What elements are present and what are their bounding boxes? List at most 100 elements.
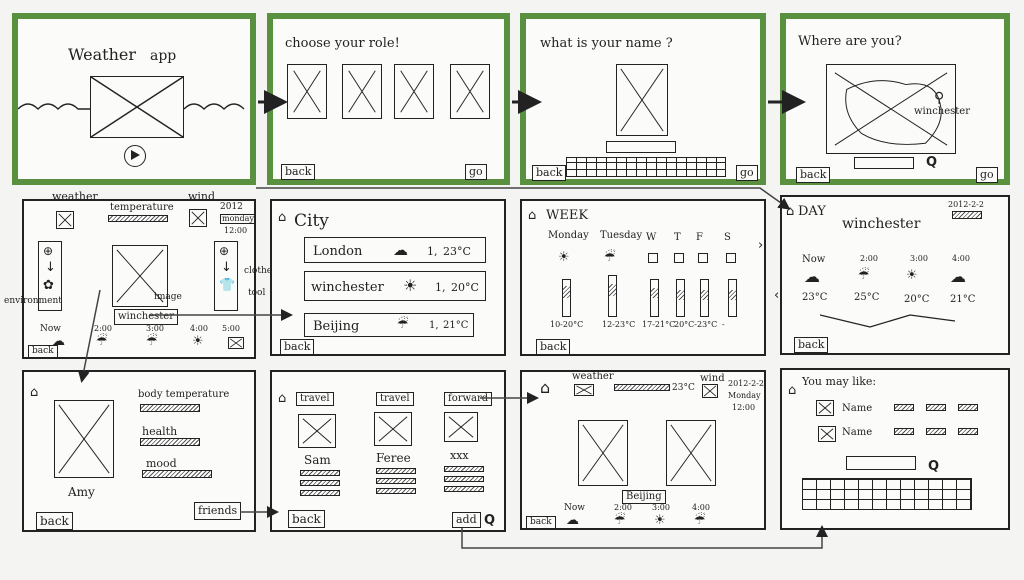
search-icon[interactable]: Q [928, 459, 940, 474]
hour-3: 4:00 [952, 254, 970, 263]
weather-icon-box [56, 211, 74, 229]
temp-value: 21°C [443, 320, 469, 331]
temp-bar [650, 279, 659, 317]
stat-bar [894, 428, 914, 435]
city-name: winchester [311, 280, 384, 295]
day-4: T [674, 232, 681, 243]
city-title: winchester [842, 216, 921, 232]
add-button[interactable]: add [452, 512, 481, 528]
search-icon[interactable]: Q [926, 155, 938, 170]
role-option-1[interactable] [287, 64, 327, 119]
friend-avatar[interactable] [374, 412, 412, 446]
screen-title: choose your role! [285, 36, 400, 51]
go-button[interactable]: go [976, 167, 998, 183]
city-image-right [666, 420, 716, 486]
back-button[interactable]: back [794, 337, 829, 353]
search-input[interactable] [846, 456, 916, 470]
plus-icon: ⊕ [43, 244, 54, 258]
stat-bar [444, 466, 484, 472]
location-label: winchester [914, 106, 971, 117]
name-input[interactable] [606, 141, 676, 153]
screen-friends: ⌂ travel travel forward Sam Feree xxx ba… [270, 370, 506, 532]
temp-value: 20°C [451, 281, 479, 294]
suggestion-avatar[interactable] [818, 426, 836, 442]
home-icon[interactable]: ⌂ [278, 391, 287, 406]
temp-bar [676, 279, 685, 317]
hour-4: 5:00 [222, 324, 240, 333]
wind-value: 1, [435, 281, 446, 294]
home-icon[interactable]: ⌂ [30, 385, 39, 400]
day-1: Monday [548, 230, 589, 241]
screen-day: ⌂ DAY winchester 2012-2-2 Now 2:00 3:00 … [774, 195, 1010, 355]
role-option-2[interactable] [342, 64, 382, 119]
go-button[interactable]: go [736, 165, 758, 181]
back-button[interactable]: back [28, 345, 58, 358]
rain-cloud-icon: ☔ [146, 334, 158, 349]
weather-icon-box [574, 384, 594, 396]
home-icon[interactable]: ⌂ [528, 208, 537, 223]
city-row-london[interactable]: London ☁ 1, 23°C [304, 237, 486, 263]
home-icon[interactable]: ⌂ [788, 383, 797, 398]
rain-icon: ☔ [604, 250, 616, 265]
screen-choose-role: choose your role! back go [267, 13, 510, 185]
tag-travel[interactable]: travel [376, 392, 414, 406]
tag-forward[interactable]: forward [444, 392, 493, 406]
back-button[interactable]: back [526, 516, 556, 529]
flow-arrow [461, 525, 828, 549]
home-icon[interactable]: ⌂ [786, 204, 795, 219]
tag-travel[interactable]: travel [296, 392, 334, 406]
sun-cloud-icon: ☀ [558, 250, 570, 265]
weather-box [674, 253, 684, 263]
rain-cloud-icon: ☔ [694, 513, 706, 528]
city-name: Beijing [313, 319, 360, 334]
suggestion-avatar[interactable] [816, 400, 834, 416]
sun-icon: ☀ [654, 513, 666, 528]
city-row-beijing[interactable]: Beijing ☔ 1, 21°C [304, 313, 474, 337]
image-label: image [154, 292, 182, 302]
screen-title: City [294, 211, 329, 231]
friend-avatar[interactable] [298, 414, 336, 448]
hour-1: 2:00 [860, 254, 878, 263]
city-label[interactable]: Beijing [622, 490, 666, 504]
friend-name: Sam [304, 453, 331, 467]
screen-week: ⌂ WEEK Monday Tuesday W T F S › ☀ ☔ 10-2… [520, 199, 766, 356]
back-button[interactable]: back [280, 339, 315, 355]
prev-arrow-icon[interactable]: ‹ [774, 288, 780, 303]
home-icon[interactable]: ⌂ [540, 378, 551, 397]
screen-recommendations: ⌂ You may like: Name Name Q [780, 368, 1010, 530]
back-button[interactable]: back [796, 167, 831, 183]
friend-avatar[interactable] [444, 412, 478, 442]
go-button[interactable]: go [465, 164, 487, 180]
day-3: W [646, 232, 657, 243]
day-2: Tuesday [600, 230, 643, 241]
city-label[interactable]: winchester [114, 309, 179, 325]
stat-bar [958, 404, 978, 411]
stat-bar [926, 428, 946, 435]
weather-label: weather [572, 371, 614, 382]
location-search-input[interactable] [854, 157, 914, 169]
back-button[interactable]: back [536, 339, 571, 355]
back-button[interactable]: back [532, 165, 567, 181]
home-icon[interactable]: ⌂ [278, 210, 287, 225]
back-button[interactable]: back [36, 512, 73, 530]
role-option-3[interactable] [394, 64, 434, 119]
environment-panel[interactable] [38, 241, 62, 311]
search-icon[interactable]: Q [484, 513, 496, 528]
back-button[interactable]: back [281, 164, 316, 180]
friend-name: xxx [450, 449, 469, 462]
stat-bar [926, 404, 946, 411]
health-label: health [142, 425, 178, 438]
temp-bar [562, 279, 571, 317]
plus-icon: ⊕ [219, 244, 230, 258]
back-button[interactable]: back [288, 510, 325, 528]
friends-button[interactable]: friends [194, 502, 242, 520]
keyboard[interactable] [566, 157, 726, 177]
next-arrow-icon[interactable]: › [758, 238, 764, 253]
clothes-panel[interactable] [214, 241, 238, 311]
city-row-winchester[interactable]: winchester ☀ 1, 20°C [304, 271, 486, 301]
role-option-4[interactable] [450, 64, 490, 119]
environment-label: environment [4, 296, 62, 306]
play-button[interactable] [124, 145, 146, 167]
keyboard[interactable] [802, 478, 972, 510]
suggestion-name: Name [842, 403, 873, 414]
